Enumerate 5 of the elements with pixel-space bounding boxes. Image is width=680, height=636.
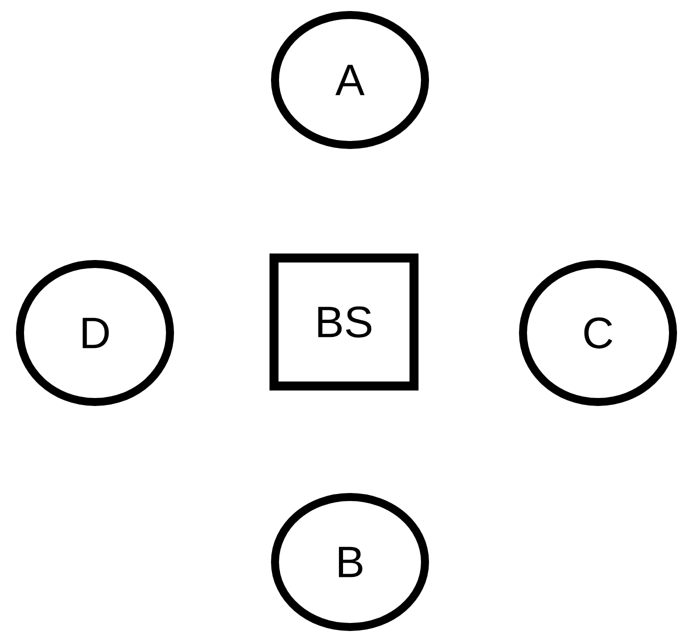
circle-node: D bbox=[16, 260, 174, 406]
square-node: BS bbox=[270, 254, 418, 390]
circle-node: A bbox=[271, 11, 429, 149]
circle-node: B bbox=[271, 493, 429, 631]
circle-node: C bbox=[519, 260, 677, 406]
